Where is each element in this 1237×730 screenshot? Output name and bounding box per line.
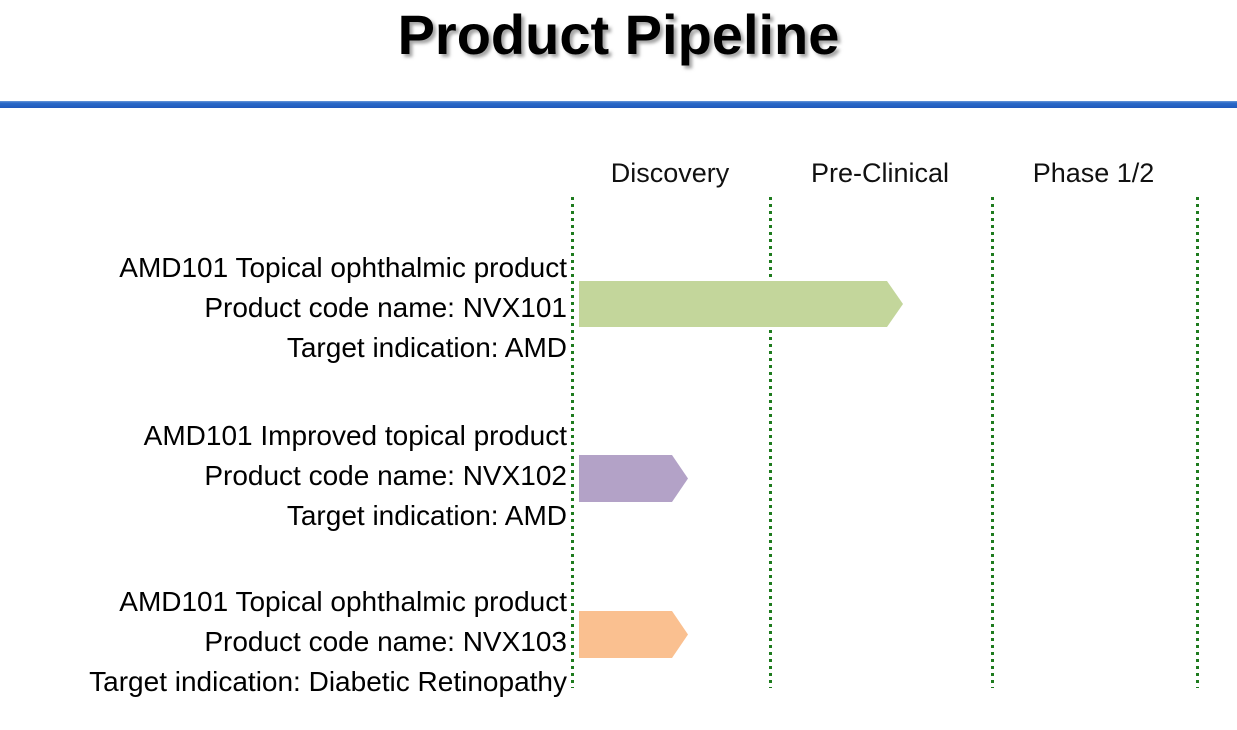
product-indication: Target indication: Diabetic Retinopathy	[89, 666, 567, 697]
stage-header-phase12: Phase 1/2	[1032, 158, 1155, 188]
product-indication: Target indication: AMD	[286, 332, 567, 363]
stage-header-preclinical: Pre-Clinical	[810, 158, 950, 188]
product-indication: Target indication: AMD	[286, 500, 567, 531]
page-title: Product Pipeline	[397, 3, 840, 66]
title-divider-line	[0, 101, 1237, 108]
product-code: Product code name: NVX103	[204, 626, 567, 657]
stage-divider-line	[991, 197, 994, 688]
stage-divider-line	[1196, 197, 1199, 688]
stage-header-discovery: Discovery	[610, 158, 730, 188]
product-label-nvx103: AMD101 Topical ophthalmic product Produc…	[0, 582, 567, 702]
progress-arrow-nvx102	[579, 455, 688, 502]
stage-divider-line	[571, 197, 574, 688]
product-name: AMD101 Topical ophthalmic product	[119, 252, 567, 283]
stage-divider-line	[769, 197, 772, 688]
product-code: Product code name: NVX102	[204, 460, 567, 491]
product-label-nvx101: AMD101 Topical ophthalmic product Produc…	[0, 248, 567, 368]
product-label-nvx102: AMD101 Improved topical product Product …	[0, 416, 567, 536]
product-name: AMD101 Improved topical product	[143, 420, 567, 451]
progress-arrow-nvx103	[579, 611, 688, 658]
product-code: Product code name: NVX101	[204, 292, 567, 323]
product-name: AMD101 Topical ophthalmic product	[119, 586, 567, 617]
progress-arrow-nvx101	[579, 281, 903, 327]
